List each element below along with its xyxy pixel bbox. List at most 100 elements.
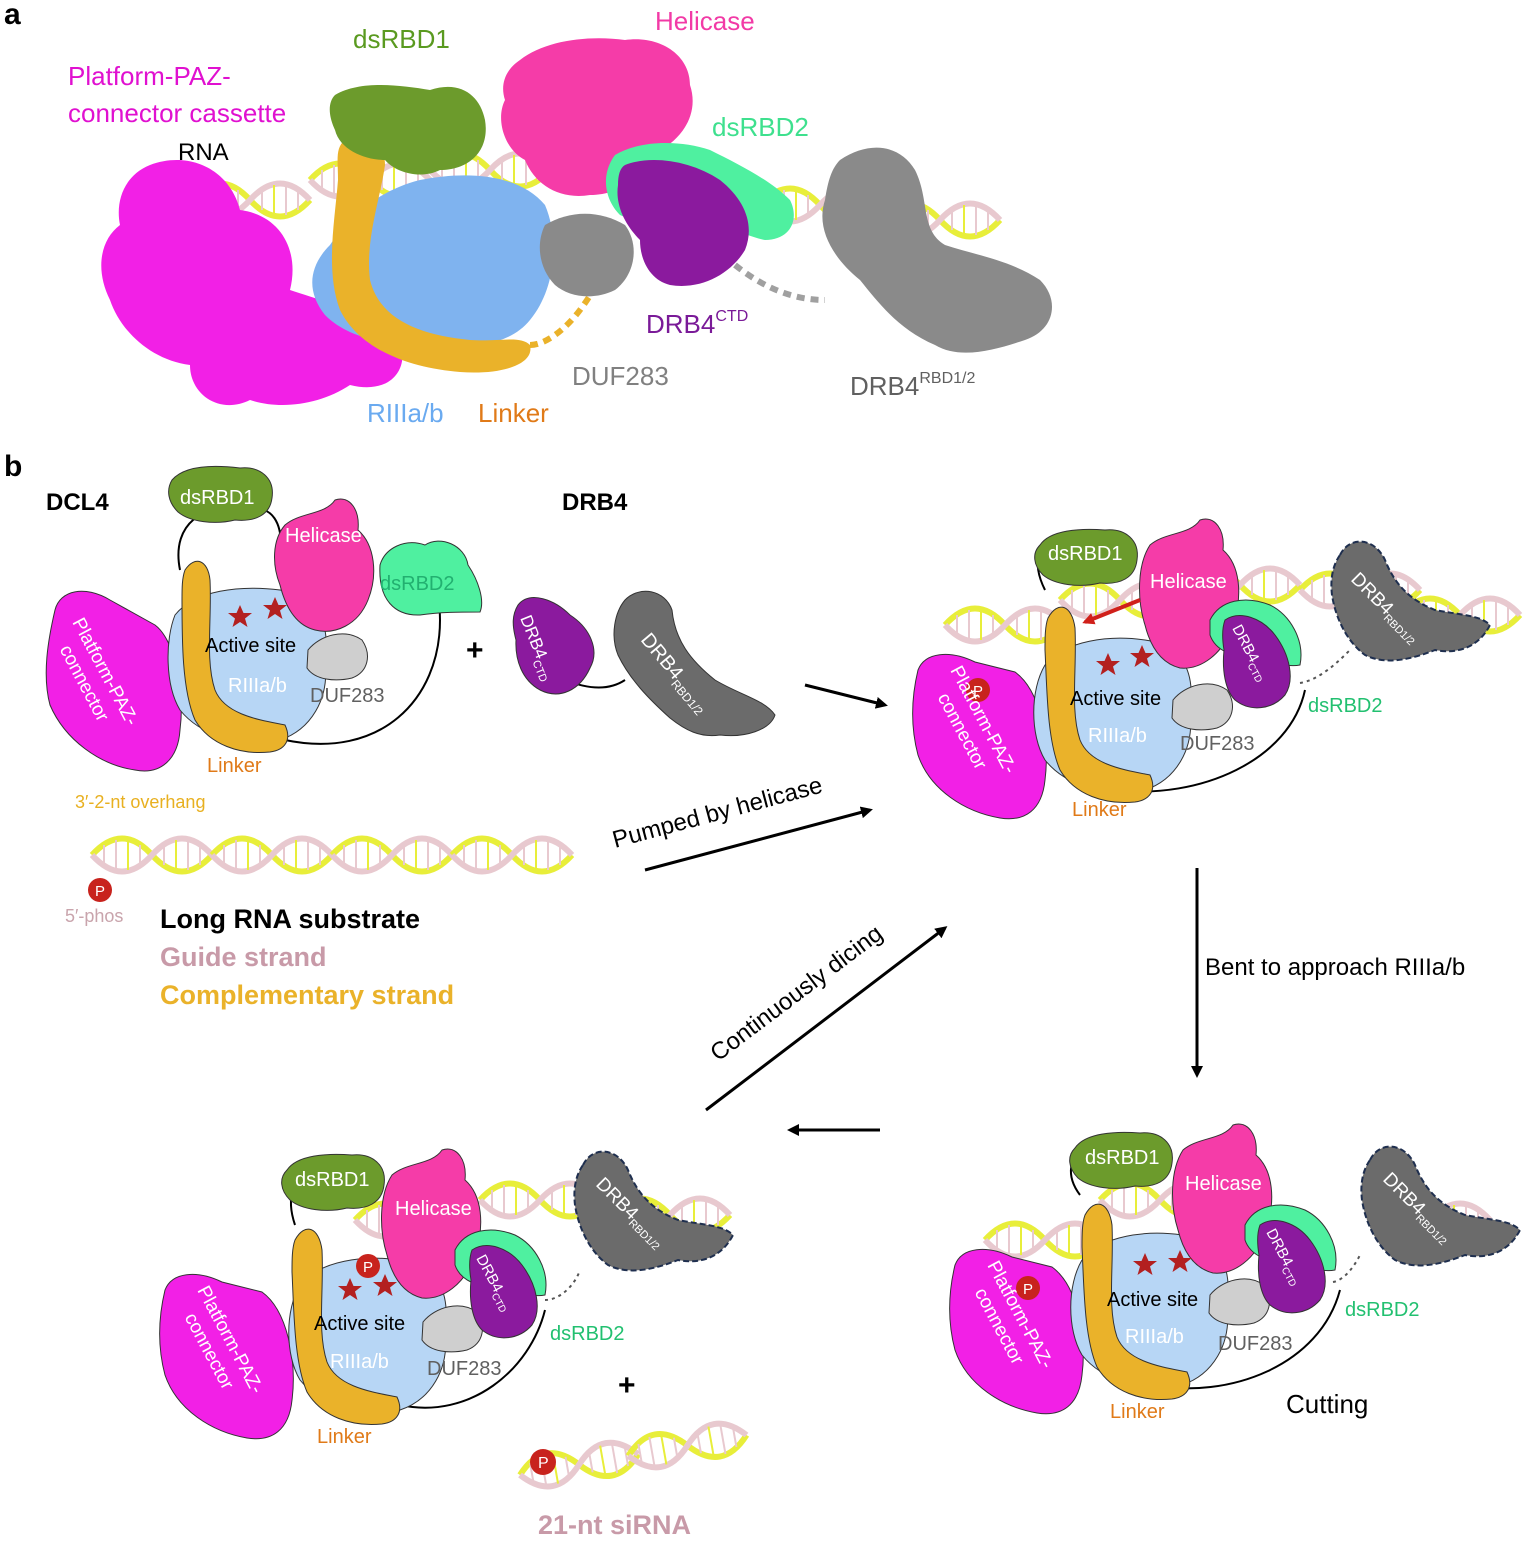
engaged-linker: [1044, 606, 1154, 804]
panel-b-letter: b: [4, 450, 22, 483]
apo-rnase-label: RIIIa/b: [228, 675, 287, 697]
cutting-dsrbd1-label: dsRBD1: [1085, 1147, 1159, 1169]
engaged-phos-p: P: [973, 683, 983, 700]
release-drb4rbd: [573, 1150, 735, 1272]
apo-duf: [306, 633, 368, 681]
panel-a: a Platform-PAZ- connector cassette: [4, 0, 1052, 428]
cutting-duf-label: DUF283: [1218, 1333, 1292, 1355]
cutting-dsrbd1: [1069, 1131, 1173, 1189]
cutting-label: Cutting: [1286, 1389, 1368, 1419]
apo-dsrbd2: [379, 540, 483, 616]
panel-a-label-dsrbd1: dsRBD1: [353, 24, 450, 54]
arrow-binding: [804, 683, 888, 709]
free-drb4rbd: [613, 590, 776, 737]
engaged-helicase-label: Helicase: [1150, 571, 1227, 593]
free-drb4ctd: [512, 597, 595, 695]
release-duf: [421, 1305, 483, 1353]
state-release: P Active site RIIIa/b DUF283 dsRBD1 Heli…: [159, 1148, 735, 1448]
release-platform: [159, 1273, 294, 1440]
substrate-phos-p: P: [95, 883, 105, 900]
panel-a-drb4rbd-surface: [822, 147, 1052, 353]
release-phos-icon: [356, 1254, 380, 1278]
panel-b: b DCL4 DRB4 Active site RIIIa/b: [4, 450, 1520, 1540]
panel-a-platform-surface: [101, 160, 403, 406]
arrow-bent-label: Bent to approach RIIIa/b: [1205, 954, 1465, 981]
release-drb4ctd: [469, 1245, 538, 1339]
cutting-active-site-label: Active site: [1107, 1289, 1198, 1311]
release-active-site-label: Active site: [314, 1313, 405, 1335]
cutting-rnase-label: RIIIa/b: [1125, 1326, 1184, 1348]
cutting-linker: [1081, 1203, 1191, 1401]
apo-linker-label: Linker: [207, 755, 262, 777]
panel-a-dsrbd1-surface: [329, 85, 486, 175]
panel-a-label-rna: RNA: [178, 139, 229, 166]
apo-duf-label: DUF283: [310, 685, 384, 707]
state-cutting: P Active site RIIIa/b DUF283 dsRBD1 Heli…: [949, 1123, 1522, 1423]
panel-a-label-platform-2: connector cassette: [68, 98, 286, 128]
substrate-phos-icon: [88, 878, 112, 902]
apo-dsrbd1-label: dsRBD1: [180, 487, 254, 509]
plus-sign-bottom: +: [618, 1369, 636, 1402]
panel-a-label-drb4ctd: DRB4CTD: [646, 308, 748, 339]
panel-a-drb4-dashed: [733, 262, 826, 303]
release-dsrbd1-label: dsRBD1: [295, 1169, 369, 1191]
panel-a-label-dsrbd2: dsRBD2: [712, 112, 809, 142]
release-helicase-label: Helicase: [395, 1198, 472, 1220]
apo-dsrbd2-label: dsRBD2: [380, 573, 454, 595]
panel-a-label-duf283: DUF283: [572, 361, 669, 391]
engaged-drb4rbd: [1330, 540, 1492, 662]
apo-helicase: [274, 498, 375, 632]
cutting-helicase-label: Helicase: [1185, 1173, 1262, 1195]
plus-sign-top: +: [466, 634, 484, 667]
cutting-duf: [1208, 1278, 1270, 1326]
sirna-phos-icon: [530, 1449, 556, 1475]
panel-a-label-helicase: Helicase: [655, 6, 755, 36]
sirna-label: 21-nt siRNA: [538, 1510, 691, 1540]
cutting-drb4ctd: [1257, 1220, 1326, 1314]
release-linker-label: Linker: [317, 1426, 372, 1448]
release-duf-label: DUF283: [427, 1358, 501, 1380]
release-rnase-label: RIIIa/b: [330, 1351, 389, 1373]
long-rna-label: Long RNA substrate: [160, 904, 420, 934]
state-apo-dcl4: Active site RIIIa/b DUF283 dsRBD1 Helica…: [45, 465, 483, 777]
complementary-strand-label: Complementary strand: [160, 980, 454, 1010]
engaged-active-site-label: Active site: [1070, 688, 1161, 710]
release-phos-p: P: [363, 1259, 373, 1276]
release-dsrbd2-label: dsRBD2: [550, 1323, 624, 1345]
cutting-linker-label: Linker: [1110, 1401, 1165, 1423]
arrow-pumped: [644, 806, 873, 872]
cutting-phos-icon: [1016, 1276, 1040, 1300]
cutting-platform: [949, 1248, 1084, 1415]
sirna-phos-p: P: [538, 1455, 549, 1472]
engaged-drb4ctd: [1222, 615, 1291, 709]
long-rna-substrate: 3′-2-nt overhang P 5′-phos Long RNA subs…: [65, 792, 572, 1010]
panel-a-label-platform-1: Platform-PAZ-: [68, 61, 231, 91]
apo-linker: [181, 560, 289, 754]
panel-a-drb4ctd-surface: [617, 160, 749, 286]
substrate-overhang-label: 3′-2-nt overhang: [75, 792, 205, 812]
panel-a-duf-surface: [539, 213, 634, 297]
release-dsrbd1: [281, 1153, 385, 1211]
state-drb4-free: DRB4CTD DRB4RBD1/2: [512, 590, 776, 737]
panel-a-label-drb4rbd: DRB4RBD1/2: [850, 370, 975, 401]
engaged-dsrbd1: [1034, 528, 1138, 586]
apo-platform: [45, 590, 182, 772]
apo-active-site-label: Active site: [205, 635, 296, 657]
engaged-duf: [1171, 683, 1233, 731]
sirna-product: P 21-nt siRNA: [517, 1419, 749, 1540]
apo-dsrbd1: [168, 465, 273, 523]
engaged-platform: [912, 653, 1047, 820]
engaged-linker-label: Linker: [1072, 799, 1127, 821]
panel-a-linker-surface: [331, 136, 531, 373]
release-linker: [291, 1228, 401, 1426]
panel-a-letter: a: [4, 0, 21, 31]
engaged-phos-icon: [966, 678, 990, 702]
engaged-dsrbd1-label: dsRBD1: [1048, 543, 1122, 565]
cutting-drb4rbd: [1360, 1145, 1522, 1267]
title-drb4: DRB4: [562, 489, 628, 516]
state-engaged: P Active site RIIIa/b DUF283 dsRBD1 Heli…: [912, 518, 1520, 821]
engaged-duf-label: DUF283: [1180, 733, 1254, 755]
guide-strand-label: Guide strand: [160, 942, 327, 972]
substrate-5phos-label: 5′-phos: [65, 906, 123, 926]
